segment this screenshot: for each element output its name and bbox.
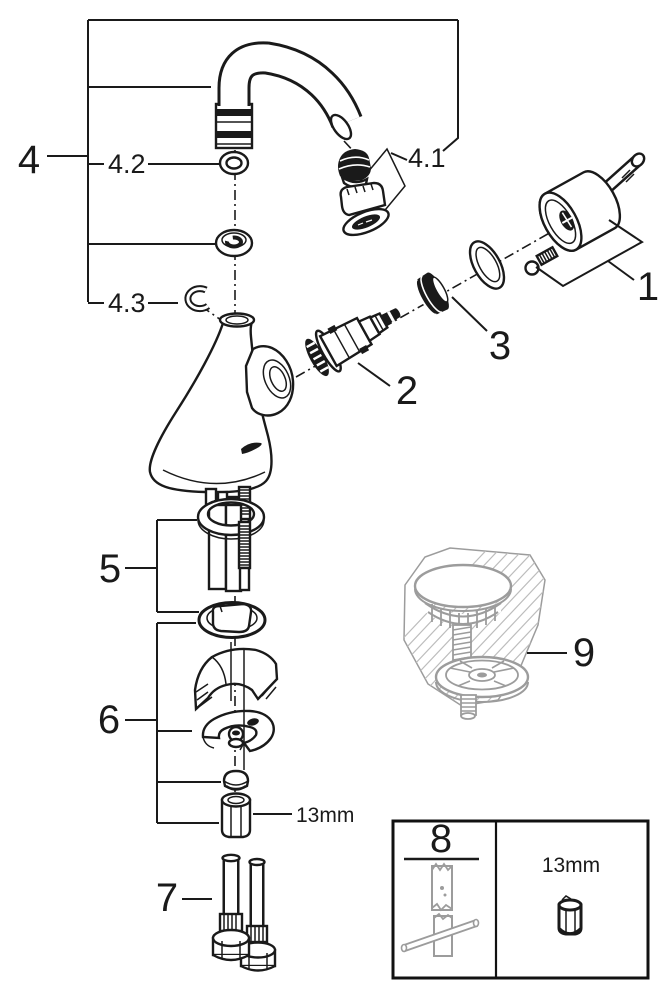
callout-3: 3: [489, 324, 511, 368]
wedge-spacer: [193, 647, 279, 712]
callout-bracket-5: [125, 519, 199, 613]
callout-6: 6: [98, 698, 120, 742]
cartridge: [305, 308, 401, 377]
callout-9: 9: [573, 631, 595, 675]
spout-retainer-nut: [214, 228, 254, 258]
callout-bracket-1: [535, 219, 644, 288]
callout-bracket-6: [125, 622, 221, 824]
faucet-body: [148, 312, 295, 494]
brand-mark: [241, 442, 262, 454]
grub-screw: [535, 245, 559, 267]
aerator-key: [339, 181, 387, 217]
mounting-nut: [220, 798, 252, 839]
callout-2: 2: [396, 369, 418, 413]
socket-wrench-tool: [400, 862, 480, 957]
tool-box-number: 8: [430, 817, 452, 861]
wrench-size-label: 13mm: [296, 804, 354, 827]
spout-outlet: [329, 113, 353, 141]
callout-4-2: 4.2: [108, 149, 146, 179]
tool-box-socket-size: 13mm: [542, 854, 600, 877]
leader-2: [357, 362, 391, 387]
base-gasket: [197, 601, 267, 639]
hex-socket-adapter: [557, 895, 583, 936]
callout-4-3: 4.3: [108, 288, 146, 318]
callout-1: 1: [637, 265, 659, 309]
callout-7: 7: [156, 876, 178, 920]
drain-plug-assembly: [403, 547, 567, 720]
leader-3: [451, 296, 488, 332]
o-ring: [218, 150, 250, 176]
aerator-and-key: [338, 147, 408, 237]
callout-4-1: 4.1: [408, 143, 446, 173]
retaining-clip: [184, 285, 211, 313]
callout-bracket-4: [47, 19, 459, 304]
callout-5: 5: [99, 547, 121, 591]
lever-tip: [630, 152, 646, 168]
fixing-set-6: [125, 622, 292, 839]
retaining-collar: [414, 272, 449, 316]
callout-labels: 4 4.2 4.3 4.1 1 2 3 5 6 7 9 13mm 8 13mm: [18, 138, 659, 920]
mounting-set-5: [125, 485, 266, 613]
callout-4: 4: [18, 138, 40, 182]
drain-cap: [413, 563, 513, 609]
spout: [214, 41, 363, 150]
tool-box: [391, 819, 650, 980]
supply-hoses: [182, 853, 277, 972]
cover-ring: [468, 240, 506, 290]
supply-tube: [207, 503, 228, 591]
handle-assembly: [524, 152, 646, 288]
